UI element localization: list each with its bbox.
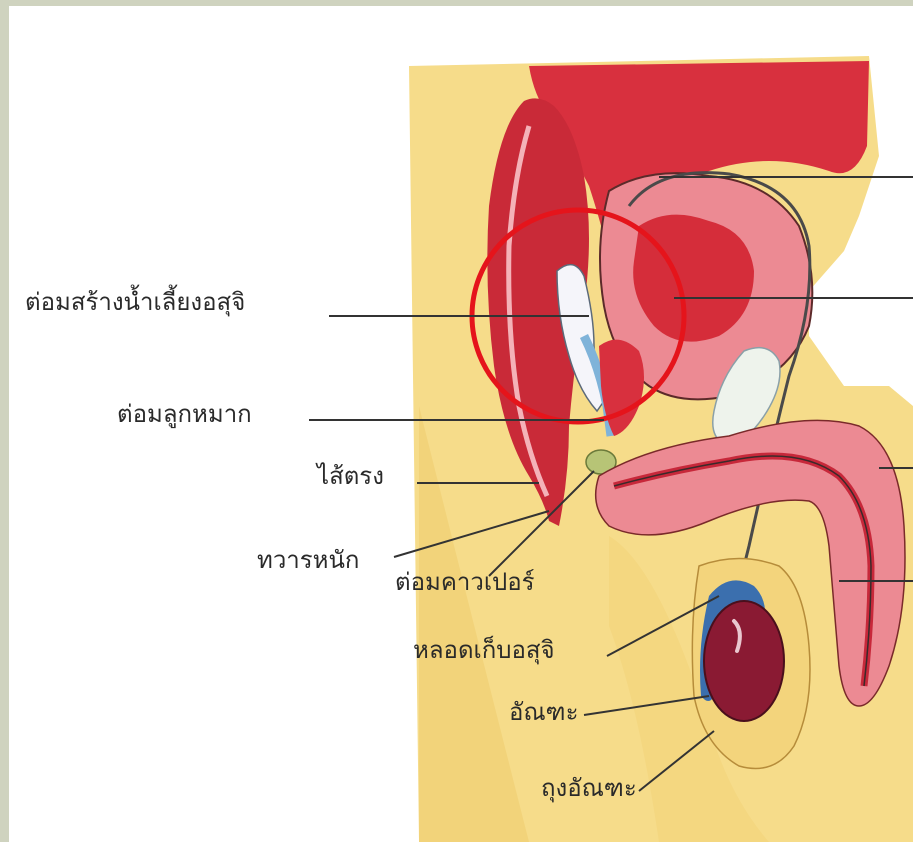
testis-shape — [704, 601, 784, 721]
label-testis: อัณฑะ — [509, 700, 579, 724]
diagram-panel: ต่อมสร้างน้ำเลี้ยงอสุจิ ต่อมลูกหมาก ไส้ต… — [9, 6, 913, 842]
label-prostate: ต่อมลูกหมาก — [117, 402, 252, 426]
label-rectum: ไส้ตรง — [317, 464, 384, 488]
label-scrotum: ถุงอัณฑะ — [541, 776, 637, 800]
label-seminal-vesicle: ต่อมสร้างน้ำเลี้ยงอสุจิ — [25, 290, 245, 314]
label-cowper: ต่อมคาวเปอร์ — [395, 570, 535, 594]
label-anus: ทวารหนัก — [257, 548, 359, 572]
label-epididymis: หลอดเก็บอสุจิ — [413, 638, 555, 662]
